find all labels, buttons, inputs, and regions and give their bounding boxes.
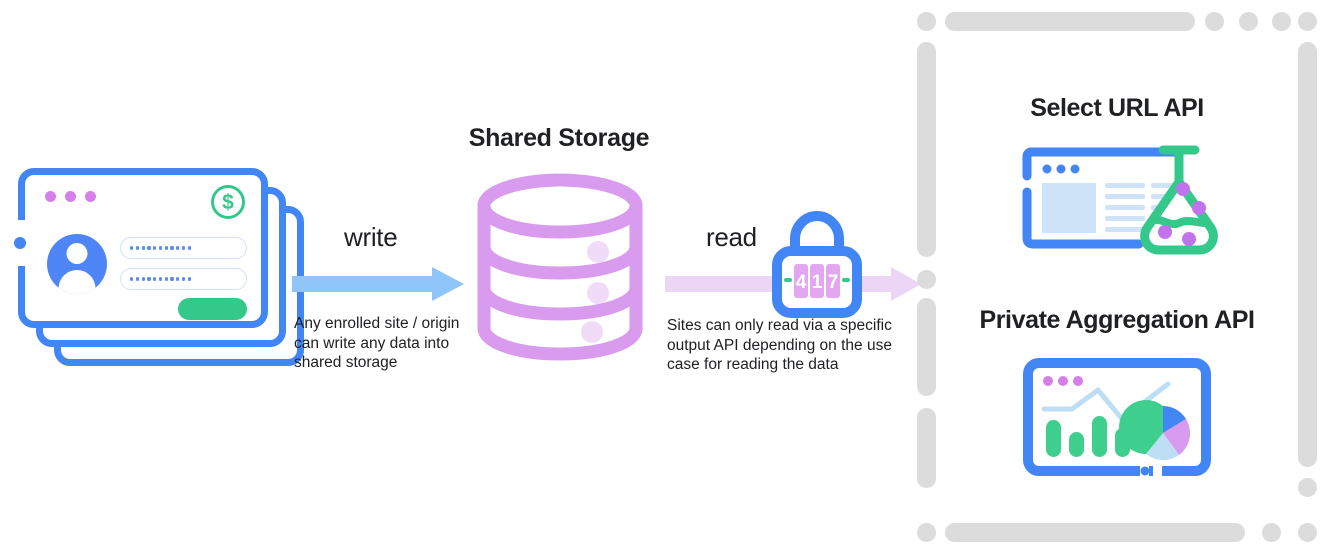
panel-border-dot — [1262, 523, 1281, 542]
write-caption: Any enrolled site / origin can write any… — [294, 315, 460, 371]
browser-window-flask-icon — [1022, 145, 1218, 255]
panel-border-dot — [1272, 12, 1291, 31]
output-apis-panel: Select URL API — [917, 12, 1317, 542]
combination-lock-icon: 4 1 7 — [772, 210, 862, 318]
dollar-circle-icon: $ — [211, 185, 245, 219]
panel-border-dash — [917, 298, 936, 396]
submit-button[interactable] — [178, 298, 247, 320]
source-site-card-stack: $ — [12, 168, 308, 368]
svg-text:7: 7 — [828, 272, 839, 293]
browser-window-dots — [45, 191, 96, 202]
panel-border-dash — [945, 12, 1195, 31]
card-left-notch — [12, 220, 28, 266]
shared-storage-group: Shared Storage — [459, 124, 659, 361]
password-field[interactable] — [120, 268, 247, 290]
panel-border-dash — [917, 408, 936, 488]
window-dot — [45, 191, 56, 202]
card-stack-front-layer: $ — [18, 168, 268, 328]
username-field[interactable] — [120, 237, 247, 259]
private-aggregation-api-title: Private Aggregation API — [979, 306, 1255, 334]
database-cylinder-icon — [477, 173, 643, 361]
write-arrow-icon — [292, 267, 464, 301]
user-avatar-icon — [47, 234, 107, 294]
read-label: read — [706, 222, 757, 252]
svg-text:1: 1 — [812, 272, 823, 293]
avatar-head — [66, 243, 88, 264]
panel-border-dot — [917, 12, 936, 31]
panel-border-dot — [1205, 12, 1224, 31]
select-url-api-title: Select URL API — [1030, 94, 1204, 122]
panel-border-dot — [1298, 12, 1317, 31]
panel-border-dash — [1298, 42, 1317, 467]
write-flow-group: write Any enrolled site / origin can wri… — [292, 222, 467, 392]
svg-text:4: 4 — [796, 272, 807, 293]
panel-border-dot — [1239, 12, 1258, 31]
shared-storage-title: Shared Storage — [468, 124, 650, 152]
browser-window-charts-icon — [1023, 358, 1211, 477]
window-dot — [85, 191, 96, 202]
panel-border-dot — [917, 523, 936, 542]
panel-border-dot — [917, 270, 936, 289]
read-caption: Sites can only read via a specific outpu… — [667, 317, 892, 373]
write-label: write — [344, 222, 398, 252]
panel-border-dot — [1298, 478, 1317, 497]
avatar-body — [58, 270, 96, 294]
read-flow-group: read 4 1 7 Sites can only read via a spe… — [665, 210, 925, 402]
panel-border-dot — [1298, 523, 1317, 542]
panel-border-dash — [917, 42, 936, 257]
window-dot — [65, 191, 76, 202]
panel-border-dash — [945, 523, 1245, 542]
